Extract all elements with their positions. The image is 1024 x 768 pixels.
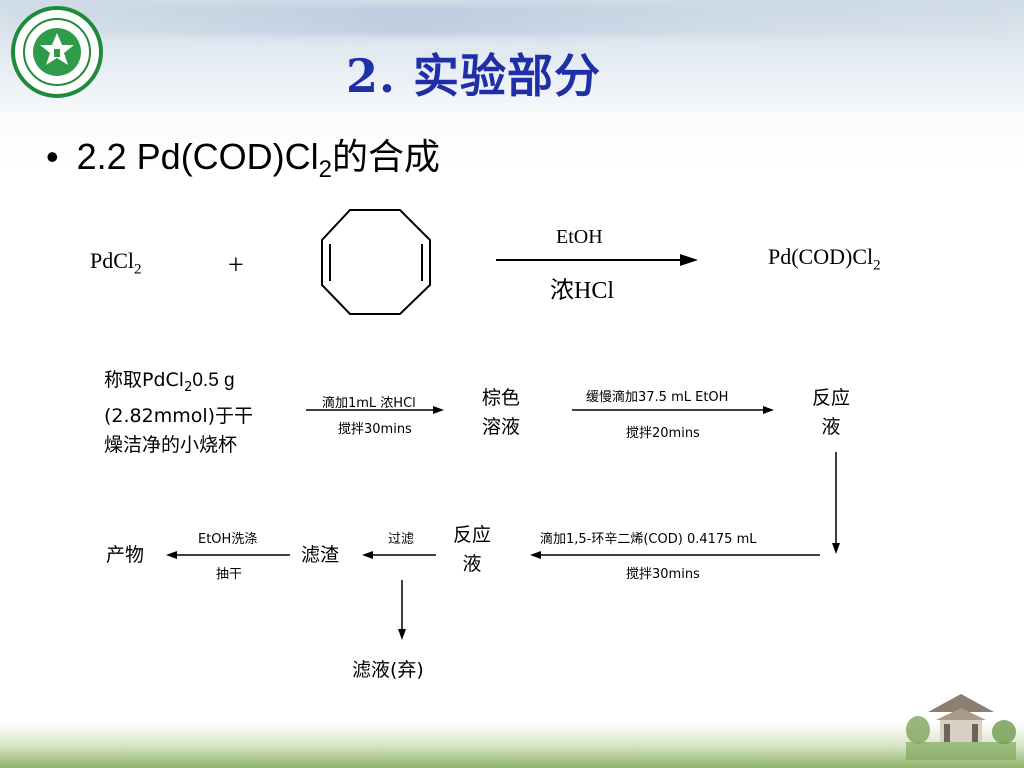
condition-hcl: 浓HCl: [550, 278, 615, 304]
start-step: 称取PdCl20.5 g (2.82mmol)于干 燥洁净的小烧杯: [104, 369, 254, 456]
step1-condition-bottom: 搅拌30mins: [338, 422, 412, 437]
section-heading: • 2.2 Pd(COD)Cl2的合成: [46, 128, 440, 184]
university-logo: [11, 6, 103, 98]
heading-main: 2.2 Pd(COD)Cl: [76, 136, 319, 177]
reaction-liquid-2: 反应液: [453, 524, 492, 575]
condition-etoh: EtOH: [556, 226, 603, 248]
reactant-pdcl2: PdCl2: [90, 248, 142, 278]
final-product: 产物: [106, 544, 145, 566]
heading-sub: 2: [318, 156, 333, 184]
filter-residue: 滤渣: [301, 544, 340, 566]
cod-structure: [321, 209, 431, 315]
product-formula: Pd(COD)Cl2: [768, 244, 881, 274]
wash-condition-top: EtOH洗涤: [198, 532, 258, 547]
step2-condition-bottom: 搅拌20mins: [626, 426, 700, 441]
slide-title: 2. 实验部分: [346, 49, 602, 103]
filter-label: 过滤: [388, 532, 415, 547]
header-background: [0, 0, 1024, 112]
reaction-liquid-1: 反应液: [812, 387, 851, 438]
step1-condition-top: 滴加1mL 浓HCl: [322, 396, 416, 411]
heading-tail: 的合成: [332, 137, 441, 178]
plus-sign: +: [228, 250, 244, 281]
bullet-symbol: •: [46, 136, 59, 177]
filtrate-discard: 滤液(弃): [352, 659, 424, 681]
footer-background: [0, 722, 1024, 768]
step2-condition-top: 缓慢滴加37.5 mL EtOH: [586, 390, 729, 405]
brown-solution: 棕色溶液: [482, 387, 521, 438]
reaction-arrow-head: [680, 254, 698, 266]
step3-condition-bottom: 搅拌30mins: [626, 567, 700, 582]
pavilion-decoration: [906, 694, 1016, 760]
wash-condition-bottom: 抽干: [216, 567, 243, 582]
step3-condition-top: 滴加1,5-环辛二烯(COD) 0.4175 mL: [540, 532, 757, 547]
